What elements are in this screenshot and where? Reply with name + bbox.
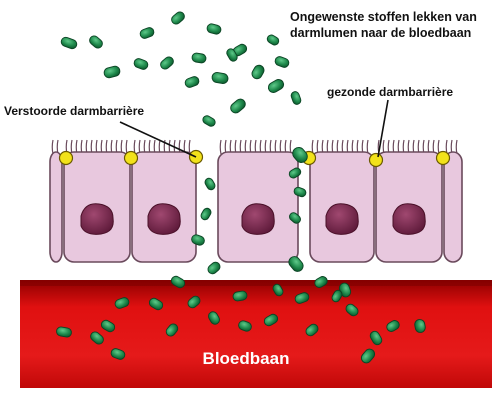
- healthy-barrier-label: gezonde darmbarrière: [327, 84, 453, 100]
- epithelial-cell: [64, 140, 130, 262]
- particle: [103, 65, 121, 79]
- particle: [170, 10, 187, 26]
- epithelial-cell: [376, 140, 442, 262]
- particle: [204, 177, 217, 191]
- disturbed-barrier-label: Verstoorde darmbarrière: [4, 103, 144, 119]
- particle: [184, 75, 200, 88]
- bloodstream-label: Bloedbaan: [0, 351, 492, 367]
- leak-caption-line2: darmlumen naar de bloedbaan: [290, 25, 477, 41]
- particle: [250, 63, 266, 80]
- particle: [133, 57, 149, 70]
- cell-nucleus: [393, 204, 425, 235]
- leak-caption: Ongewenste stoffen lekken van darmlumen …: [290, 9, 477, 41]
- particle: [290, 91, 302, 106]
- particle: [267, 78, 286, 95]
- particle: [211, 72, 228, 85]
- particle: [60, 36, 78, 50]
- particle: [274, 55, 290, 68]
- leak-caption-line1: Ongewenste stoffen lekken van: [290, 9, 477, 25]
- particle: [139, 26, 155, 39]
- particle: [266, 34, 280, 47]
- tight-junction: [60, 152, 73, 165]
- particle: [88, 34, 105, 50]
- epithelial-cell: [310, 140, 374, 262]
- epithelial-cell-layer: [50, 140, 462, 262]
- tight-junction: [370, 154, 383, 167]
- particle: [201, 114, 216, 127]
- particle: [191, 52, 206, 63]
- particle: [200, 207, 213, 221]
- epithelial-cell: [218, 140, 298, 262]
- particle: [206, 260, 222, 275]
- particle: [229, 97, 248, 115]
- cell-nucleus: [326, 204, 358, 235]
- epithelial-cell: [132, 140, 196, 262]
- tight-junction: [125, 152, 138, 165]
- particle: [159, 55, 176, 71]
- cell-nucleus: [81, 204, 113, 235]
- cell-nucleus: [242, 204, 274, 235]
- particle: [206, 23, 222, 35]
- tight-junction: [437, 152, 450, 165]
- cell-nucleus: [148, 204, 180, 235]
